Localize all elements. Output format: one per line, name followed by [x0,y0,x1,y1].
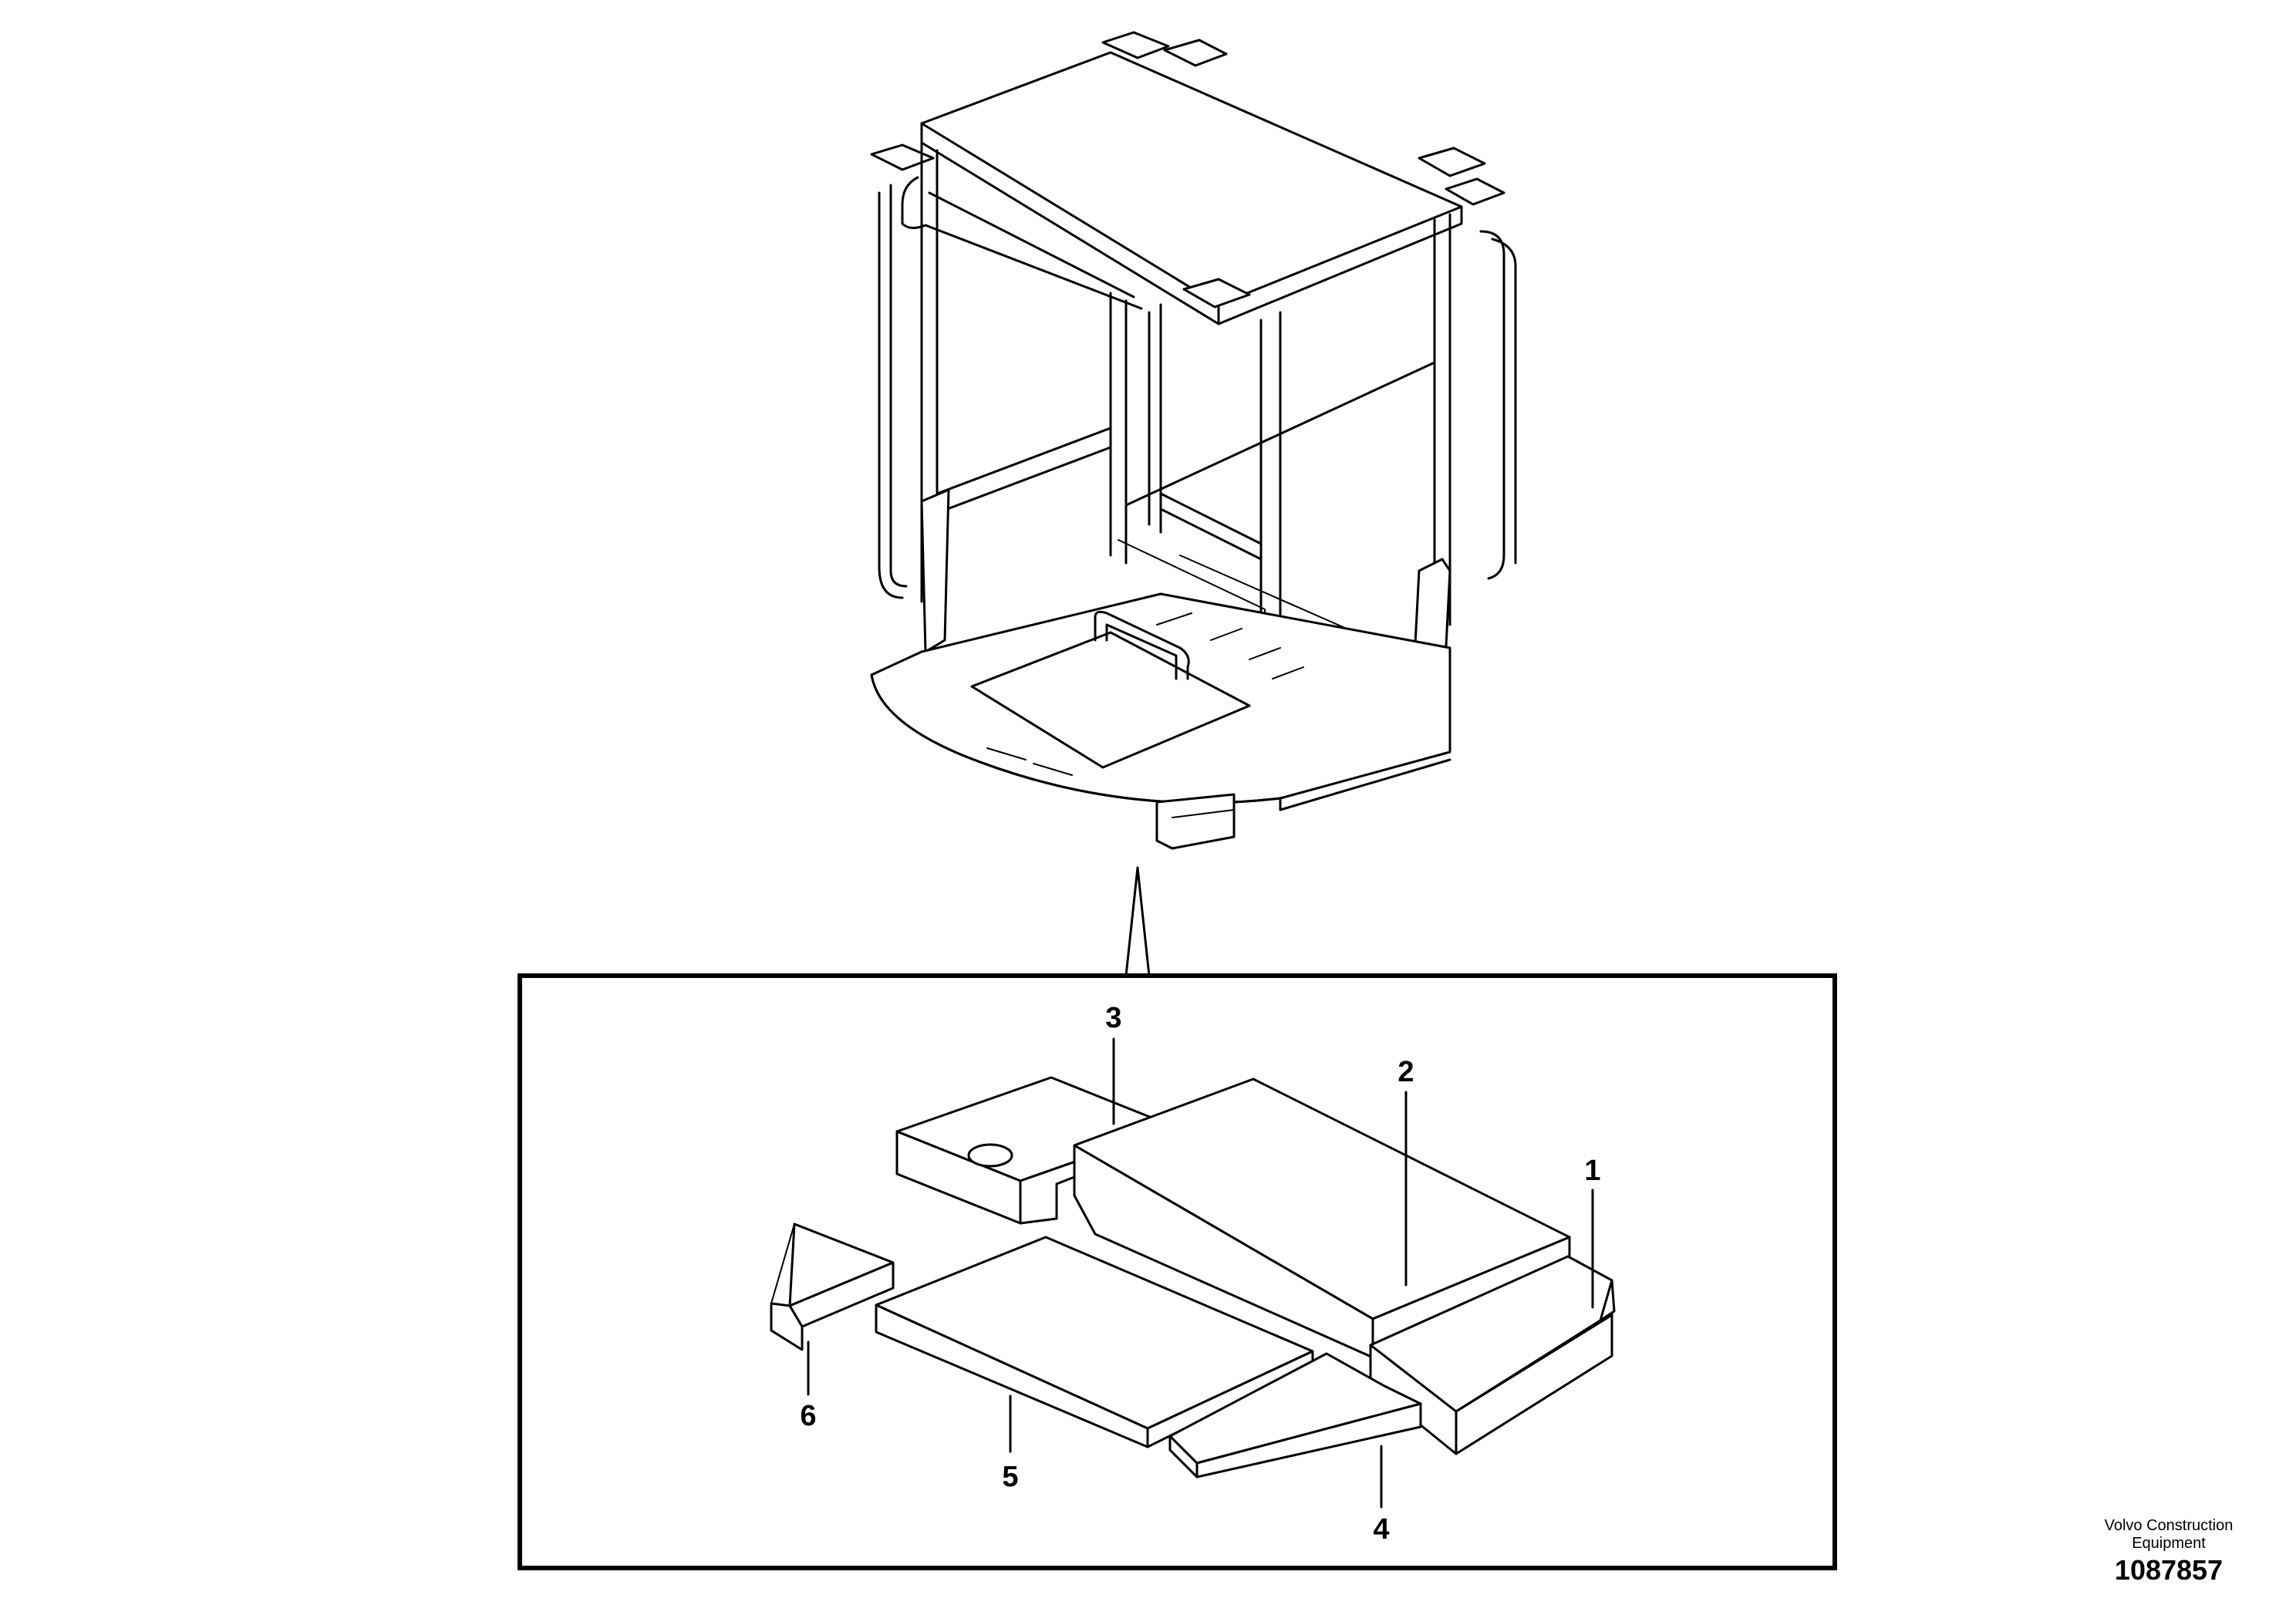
panel-4 [1168,1352,1422,1479]
panel-5 [875,1236,1314,1448]
drawing-number: 1087857 [2115,1554,2223,1586]
callout-label-4: 4 [1373,1513,1389,1546]
credit-line-1: Volvo Construction [2105,1517,2234,1534]
callout-label-5: 5 [1002,1461,1018,1493]
leader-lines [807,1037,1594,1509]
detail-frame [518,973,1837,1570]
callout-label-3: 3 [1105,1002,1121,1034]
cab-frame-illustration [870,31,1517,850]
credit-line-2: Equipment [2132,1535,2206,1552]
detail-leader [1124,866,1151,977]
callout-label-1: 1 [1584,1155,1600,1187]
panel-6 [770,1222,895,1351]
callout-label-6: 6 [800,1400,816,1432]
callout-label-2: 2 [1397,1056,1414,1088]
